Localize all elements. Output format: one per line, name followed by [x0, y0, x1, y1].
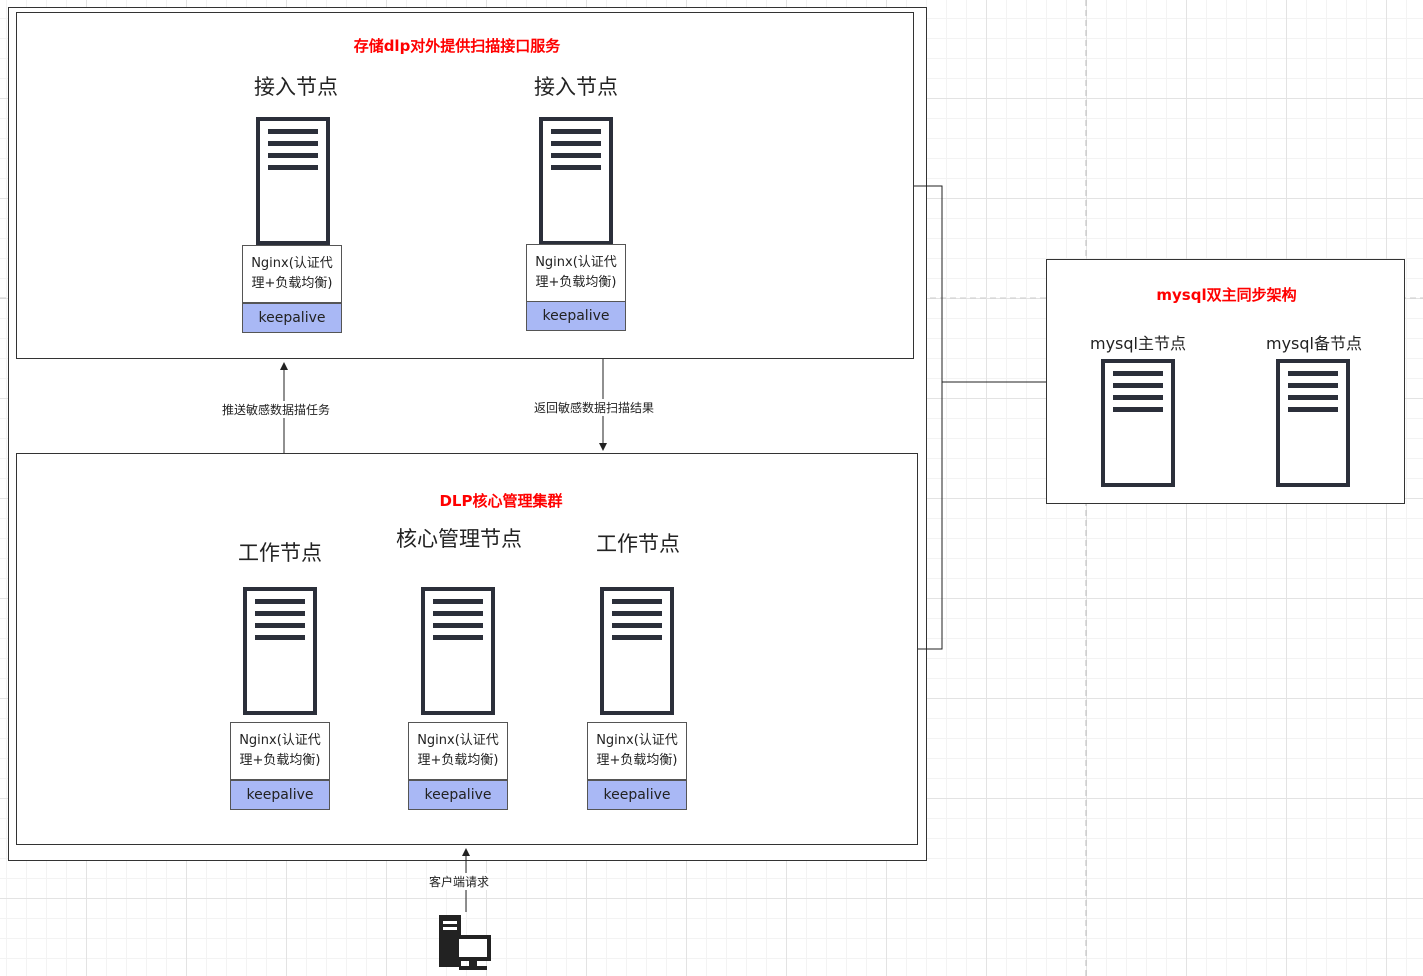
node-label: 工作节点 [238, 541, 322, 565]
nginx-line2: 理+负载均衡) [417, 753, 499, 768]
server-icon [256, 117, 330, 245]
nginx-box: Nginx(认证代 理+负载均衡) [242, 245, 342, 303]
nginx-box: Nginx(认证代 理+负载均衡) [230, 722, 330, 780]
keepalive-box: keepalive [230, 780, 330, 810]
nginx-line2: 理+负载均衡) [251, 276, 333, 291]
scan-service-title: 存储dlp对外提供扫描接口服务 [353, 37, 561, 55]
node-label: 核心管理节点 [396, 527, 522, 551]
nginx-line1: Nginx(认证代 [535, 255, 617, 270]
node-label: 工作节点 [596, 532, 680, 556]
nginx-line1: Nginx(认证代 [417, 733, 499, 748]
nginx-box: Nginx(认证代 理+负载均衡) [526, 244, 626, 302]
mysql-master-label: mysql主节点 [1090, 334, 1186, 353]
server-icon [1276, 359, 1350, 487]
nginx-line2: 理+负载均衡) [239, 753, 321, 768]
nginx-box: Nginx(认证代 理+负载均衡) [408, 722, 508, 780]
client-request-label: 客户端请求 [429, 873, 490, 890]
mysql-backup-label: mysql备节点 [1266, 334, 1362, 353]
dlp-core-title: DLP核心管理集群 [439, 492, 563, 510]
server-icon [600, 587, 674, 715]
node-label: 接入节点 [254, 75, 338, 99]
keepalive-box: keepalive [587, 780, 687, 810]
server-icon [1101, 359, 1175, 487]
server-icon [539, 117, 613, 245]
nginx-line1: Nginx(认证代 [596, 733, 678, 748]
push-task-label: 推送敏感数据描任务 [222, 401, 331, 418]
nginx-box: Nginx(认证代 理+负载均衡) [587, 722, 687, 780]
node-label: 接入节点 [534, 75, 618, 99]
server-icon [243, 587, 317, 715]
nginx-line2: 理+负载均衡) [535, 275, 617, 290]
keepalive-box: keepalive [242, 303, 342, 333]
keepalive-box: keepalive [526, 301, 626, 331]
nginx-line1: Nginx(认证代 [251, 256, 333, 271]
mysql-title: mysql双主同步架构 [1156, 286, 1297, 304]
return-result-label: 返回敏感数据扫描结果 [534, 399, 655, 416]
keepalive-box: keepalive [408, 780, 508, 810]
client-computer-icon [439, 915, 491, 970]
nginx-line2: 理+负载均衡) [596, 753, 678, 768]
server-icon [421, 587, 495, 715]
nginx-line1: Nginx(认证代 [239, 733, 321, 748]
scan-service-cluster: 存储dlp对外提供扫描接口服务 [16, 12, 914, 359]
